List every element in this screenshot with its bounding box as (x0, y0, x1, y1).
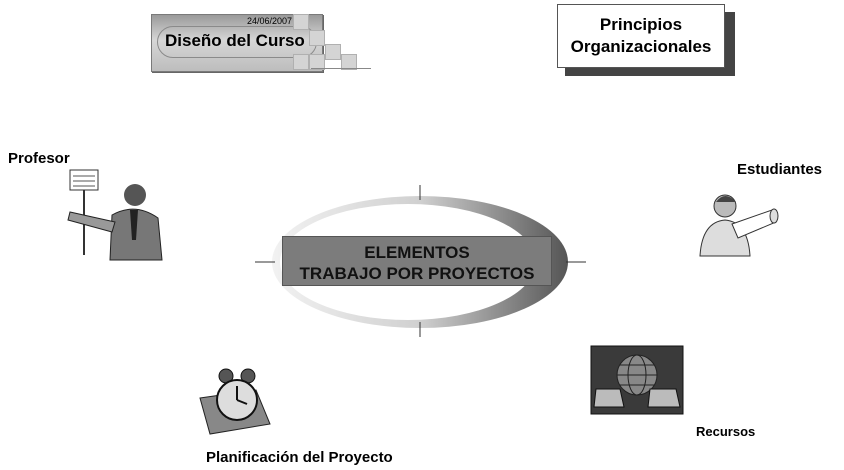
deco-square (309, 54, 325, 70)
student-icon (699, 194, 779, 257)
deco-square (325, 44, 341, 60)
principles-box: Principios Organizacionales (557, 4, 735, 76)
deco-square (341, 54, 357, 70)
center-title-line2: TRABAJO POR PROYECTOS (299, 264, 535, 283)
center-title-box: ELEMENTOS TRABAJO POR PROYECTOS (282, 236, 552, 286)
course-design-card: 24/06/2007 Diseño del Curso (151, 14, 371, 72)
course-card-title: Diseño del Curso (165, 31, 305, 50)
center-title-line1: ELEMENTOS (364, 243, 470, 262)
planning-clock-icon (199, 368, 271, 435)
label-recursos: Recursos (696, 424, 756, 439)
deco-square (309, 30, 325, 46)
deco-square (293, 54, 309, 70)
resources-icon (590, 345, 684, 415)
label-estudiantes: Estudiantes (737, 161, 823, 178)
label-profesor: Profesor (8, 150, 70, 167)
teacher-icon (67, 169, 163, 261)
course-card-date: 24/06/2007 (247, 16, 293, 26)
deco-square (293, 14, 309, 30)
deco-line (311, 68, 371, 69)
principles-text: Principios Organizacionales (557, 4, 725, 68)
label-planificacion: Planificación del Proyecto (206, 449, 393, 466)
